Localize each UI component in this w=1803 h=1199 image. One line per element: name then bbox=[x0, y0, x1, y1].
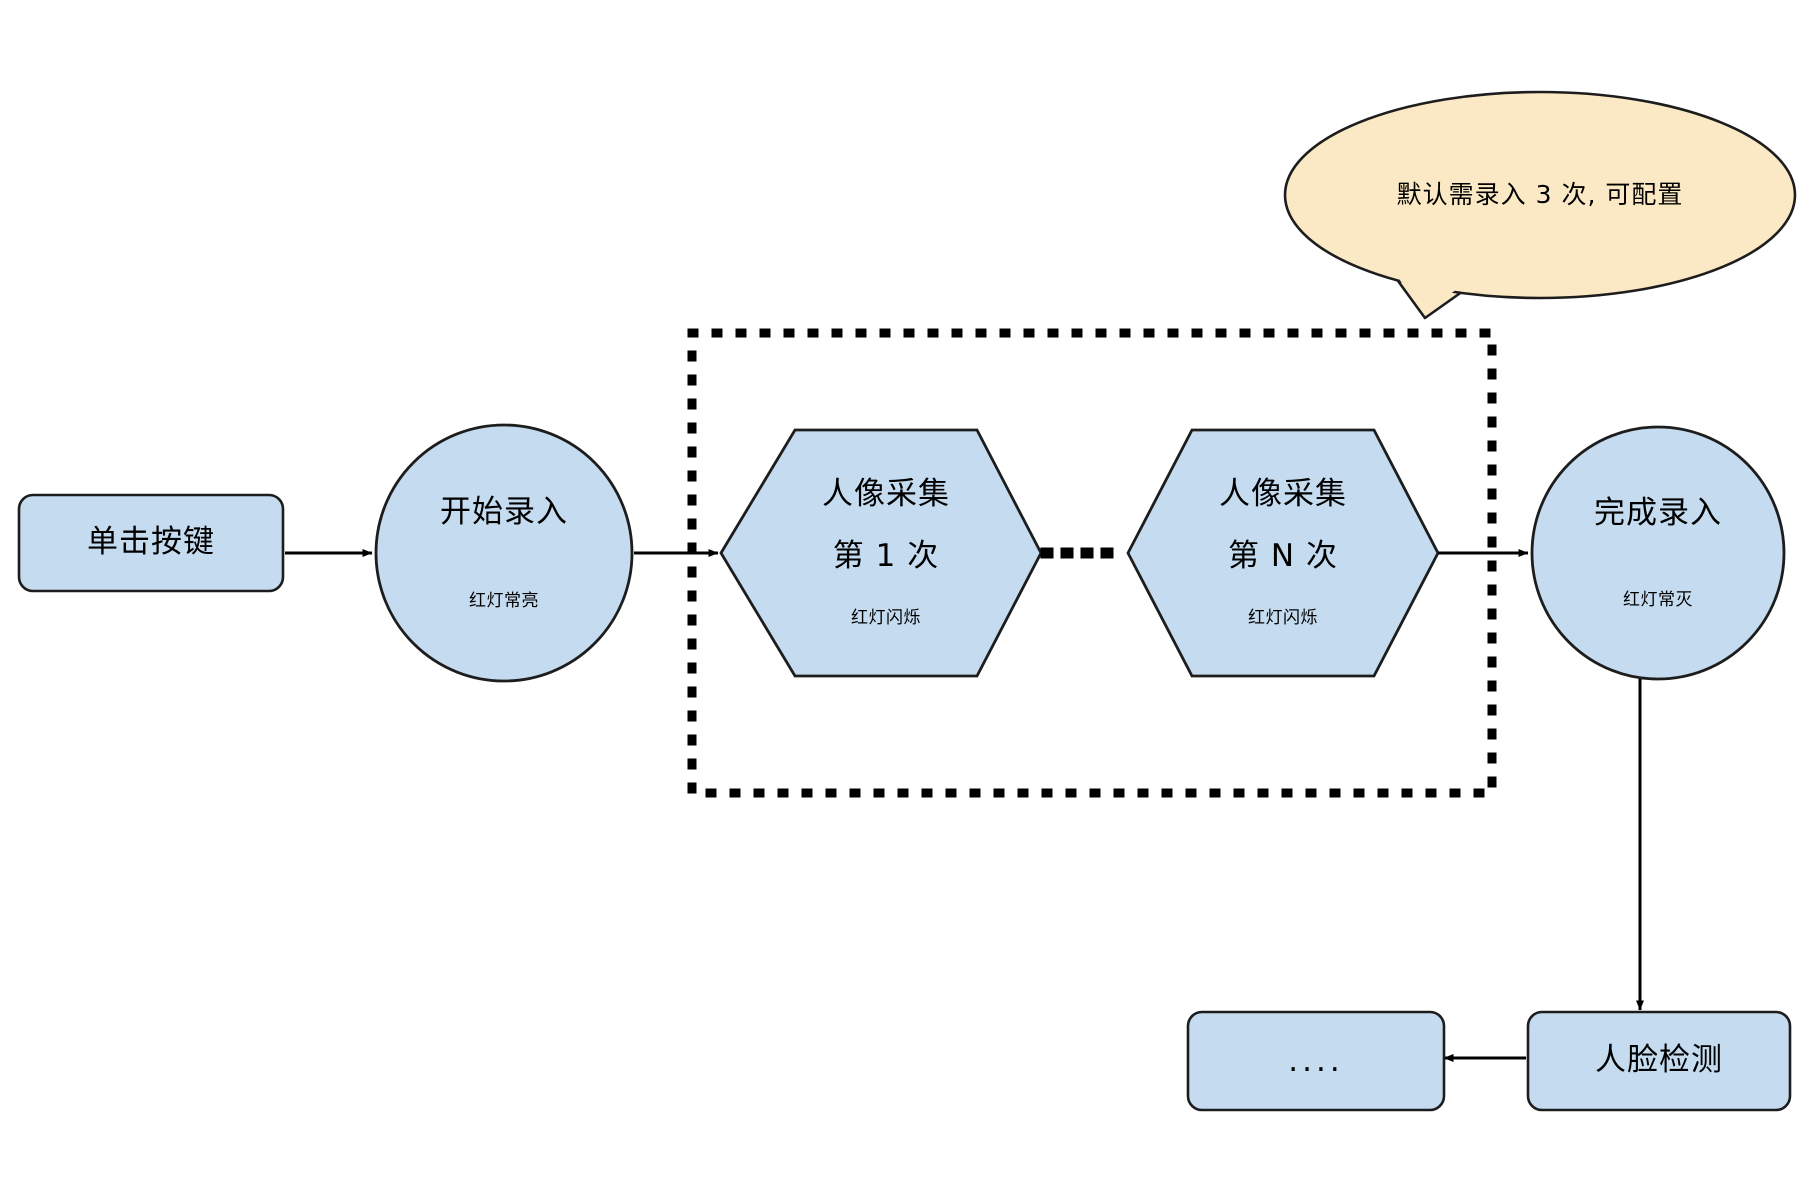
callout-tail-fill bbox=[1394, 272, 1480, 312]
callout-bubble bbox=[1283, 90, 1797, 300]
node-click-key-shape[interactable] bbox=[17, 493, 285, 593]
node-capture-first-shape[interactable] bbox=[719, 428, 1043, 678]
node-finish-enroll-shape[interactable] bbox=[1530, 425, 1786, 681]
node-capture-nth-shape[interactable] bbox=[1126, 428, 1440, 678]
node-more-steps-shape[interactable] bbox=[1186, 1010, 1446, 1112]
capture-loop-group bbox=[687, 328, 1497, 798]
node-start-enroll-shape[interactable] bbox=[374, 423, 634, 683]
node-face-detect-shape[interactable] bbox=[1526, 1010, 1792, 1112]
